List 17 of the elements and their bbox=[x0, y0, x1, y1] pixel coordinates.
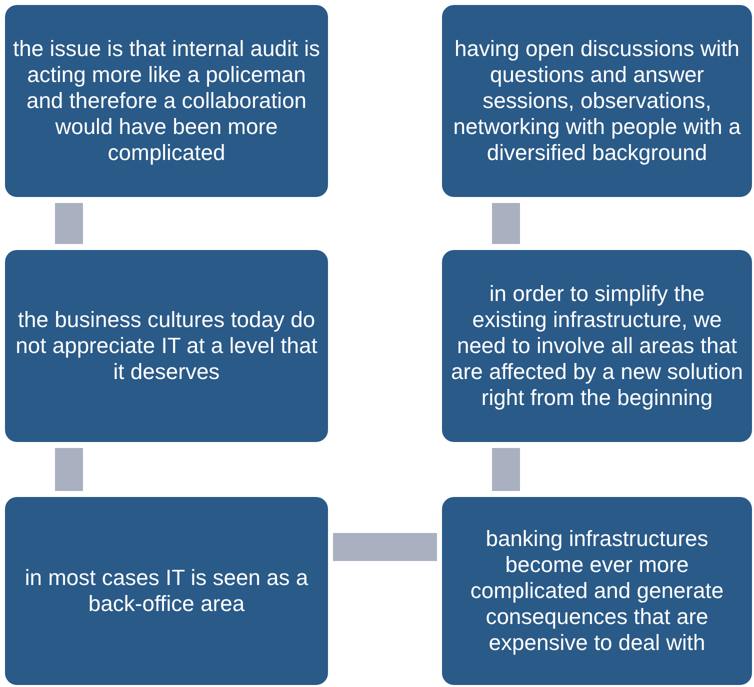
connector-bar bbox=[55, 448, 83, 491]
text-box bbox=[442, 250, 752, 442]
text-box bbox=[5, 5, 328, 197]
box-text: banking infrastructures become ever more complicated and generate consequences that are expensive to deal with bbox=[469, 526, 725, 656]
text-box bbox=[442, 5, 752, 197]
connector-bar bbox=[492, 203, 520, 244]
connector-bar bbox=[333, 533, 437, 561]
connector-bar bbox=[55, 203, 83, 244]
box-text: the business cultures today do not appreciate IT at a level that it deserves bbox=[14, 307, 318, 385]
connector-bar bbox=[492, 448, 520, 491]
box-text: in order to simplify the existing infrastructure, we need to involve all areas that are affected by a new solution right from the beginning bbox=[450, 281, 744, 411]
box-text: having open discussions with questions and answer sessions, observations, networking with people with a diversified background bbox=[452, 36, 742, 166]
box-text: the issue is that internal audit is acting more like a policeman and therefore a collaboration would have been more complicated bbox=[13, 36, 320, 166]
text-box bbox=[442, 497, 752, 685]
box-text: in most cases IT is seen as a back-office area bbox=[24, 565, 310, 617]
text-box bbox=[5, 497, 328, 685]
text-box bbox=[5, 250, 328, 442]
